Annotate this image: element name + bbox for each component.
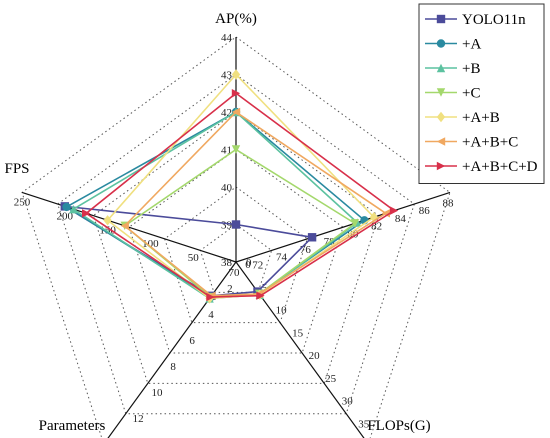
legend-label: +C [462, 86, 480, 102]
series-+B [69, 107, 362, 303]
data-point [231, 107, 241, 117]
series-line [123, 110, 388, 297]
series-line [106, 73, 376, 300]
legend-label: +A [462, 37, 481, 53]
legend-marker [436, 14, 446, 24]
data-point [69, 204, 78, 214]
tick-label: 200 [57, 210, 74, 222]
data-point [231, 145, 241, 154]
axis-title: AP(%) [215, 11, 257, 27]
tick-label: 72 [252, 259, 263, 271]
legend-marker [436, 39, 446, 48]
tick-label: 250 [14, 196, 31, 208]
tick-label: 20 [309, 350, 321, 362]
grid-layer [21, 36, 451, 438]
legend-label: YOLO11n [462, 12, 526, 28]
tick-label: 12 [133, 413, 144, 425]
tick-label: 39 [221, 220, 233, 232]
data-point [231, 69, 241, 80]
tick-label: 38 [221, 257, 233, 269]
tick-label: 70 [229, 267, 241, 279]
grid-ring-4 [92, 111, 380, 384]
axis-title: Parameters [39, 418, 106, 434]
legend-marker [436, 161, 446, 171]
series-line [84, 92, 396, 298]
legend-label: +A+B [462, 110, 500, 126]
tick-label: 5 [262, 282, 268, 294]
tick-label: 10 [276, 305, 288, 317]
legend-label: +A+B+C [462, 135, 518, 151]
tick-label: 100 [142, 238, 159, 250]
tick-label: 86 [419, 205, 431, 217]
axis-line-3 [107, 261, 237, 438]
data-point [82, 209, 91, 218]
series-line [64, 205, 314, 297]
axis-line-1 [235, 191, 451, 263]
legend-box [418, 3, 545, 184]
tick-label: 74 [276, 252, 288, 264]
data-point [307, 233, 317, 242]
legend-marker [436, 111, 446, 123]
tick-label: 150 [99, 224, 116, 236]
tick-label: 44 [221, 32, 233, 44]
tick-label: 88 [442, 197, 454, 209]
grid-ring-1 [199, 223, 273, 293]
tick-label: 8 [170, 361, 176, 373]
tick-label: 0 [246, 257, 252, 269]
legend-marker [436, 88, 446, 97]
series-+A [62, 107, 369, 302]
data-point [256, 291, 265, 300]
data-point [350, 219, 360, 228]
data-point [231, 89, 241, 98]
tick-label: 6 [189, 335, 195, 347]
legend-label: +B [462, 61, 480, 77]
data-point [120, 221, 129, 231]
series-line [71, 111, 359, 300]
grid-ring-5 [57, 73, 415, 415]
tick-label: 2 [227, 283, 233, 295]
tick-label: 84 [395, 213, 407, 225]
axis-layer [21, 37, 451, 438]
tick-label: 43 [221, 70, 233, 82]
data-point [103, 215, 112, 226]
tick-label: 15 [292, 327, 304, 339]
data-point [389, 206, 399, 215]
legend-marker [436, 137, 446, 146]
data-point [231, 220, 241, 229]
tick-label: 10 [152, 387, 164, 399]
tick-label: 35 [358, 418, 370, 430]
tick-label: 50 [188, 252, 200, 264]
legend-label: +A+B+C+D [462, 159, 538, 175]
tick-label: 41 [221, 145, 232, 157]
tick-label: 0 [245, 259, 251, 271]
axis-title: FLOPs(G) [367, 418, 430, 434]
grid-ring-2 [164, 186, 308, 324]
tick-label: 4 [208, 309, 214, 321]
tick-label: 30 [342, 396, 354, 408]
series-+A+B+C+D [82, 89, 399, 302]
data-point [206, 292, 215, 302]
legend-marker [436, 63, 446, 73]
tick-label: 76 [300, 244, 312, 256]
data-point [62, 202, 71, 212]
tick-label: 25 [325, 373, 337, 385]
tick-label: 42 [221, 107, 232, 119]
tick-label: 40 [221, 182, 233, 194]
tick-label: 82 [371, 221, 382, 233]
series-layer [60, 69, 399, 304]
axis-title: FPS [4, 161, 29, 177]
axis-line-4 [21, 191, 237, 263]
tick-label-layer: 3839404142434470727476788082848688051015… [14, 32, 454, 430]
legend: YOLO11n+A+B+C+A+B+A+B+C+A+B+C+D [418, 3, 545, 184]
